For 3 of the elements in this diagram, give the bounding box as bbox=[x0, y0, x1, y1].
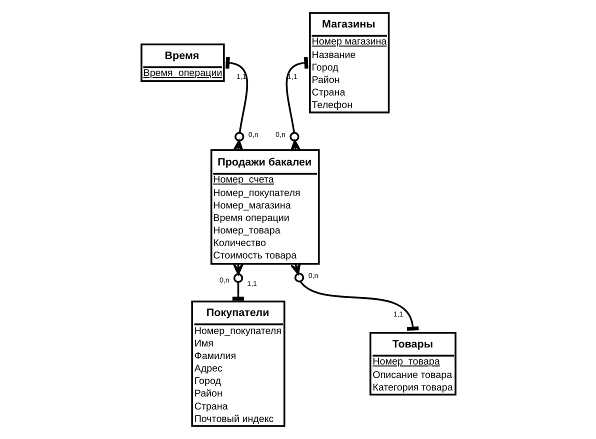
connector bbox=[285, 56, 308, 152]
connector bbox=[224, 56, 248, 152]
connector bbox=[290, 262, 418, 331]
